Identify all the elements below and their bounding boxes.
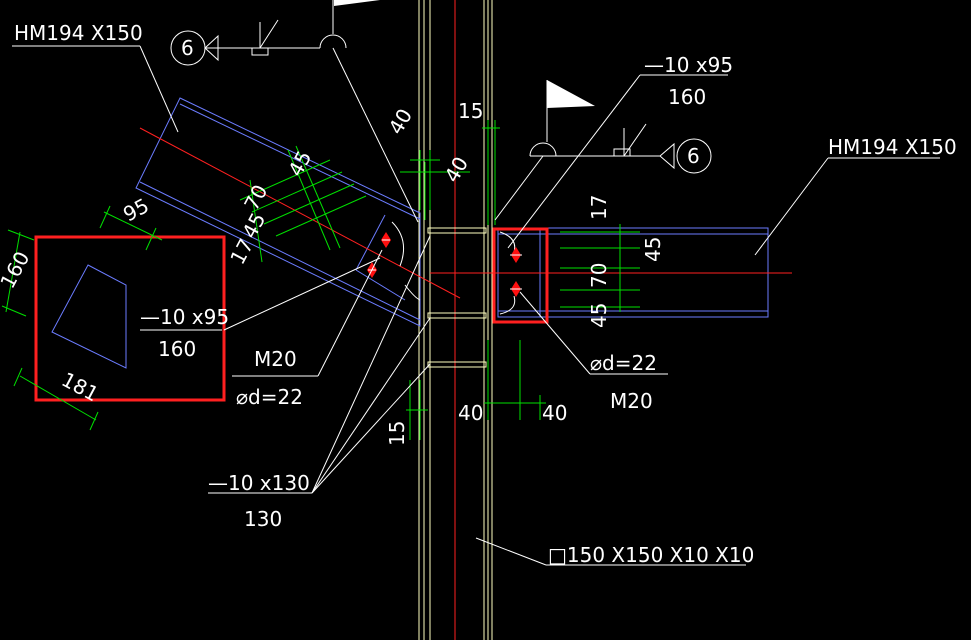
dim-right-beam-45b: 45 — [587, 303, 611, 328]
plate-right-length: 160 — [668, 85, 706, 109]
stiffener-spec: —10 x130 — [208, 471, 310, 495]
weld-flag-right — [547, 80, 595, 108]
left-beam-centerline — [139, 127, 461, 299]
bolt-right-label: M20 — [610, 389, 653, 413]
highlight-box-right-plate — [492, 227, 549, 324]
plate-detail-shape — [51, 264, 127, 369]
plate-right-spec: —10 x95 — [644, 53, 733, 77]
weld-number-right: 6 — [687, 144, 700, 168]
dim-bottom-15: 15 — [385, 421, 409, 446]
beam-right-label: HM194 X150 — [828, 135, 957, 159]
right-bolts — [510, 247, 522, 297]
leader-lines — [12, 0, 940, 566]
dim-col-top-40a: 40 — [384, 104, 418, 138]
plate-left-spec: —10 x95 — [140, 305, 229, 329]
dim-right-beam-17: 17 — [587, 195, 611, 220]
left-beam — [135, 97, 421, 327]
weld-number-left: 6 — [181, 36, 194, 60]
dim-right-beam-70: 70 — [587, 263, 611, 288]
hole-left-label: ⌀d=22 — [236, 385, 303, 409]
weld-flag-left — [334, 0, 380, 6]
column — [418, 0, 493, 640]
weld-circle-left — [170, 30, 206, 66]
dim-col-top-40b: 40 — [440, 152, 474, 186]
hole-right-label: ⌀d=22 — [590, 351, 657, 375]
dim-bottom-40a: 40 — [458, 401, 483, 425]
weld-circle-right — [676, 138, 712, 174]
dimension-lines — [1, 120, 640, 440]
column-label: □150 X150 X10 X10 — [548, 543, 754, 567]
dim-col-top-15: 15 — [458, 99, 483, 123]
bolt-left-label: M20 — [254, 347, 297, 371]
stiffener-length: 130 — [244, 507, 282, 531]
beam-left-label: HM194 X150 — [14, 21, 143, 45]
dim-160: 160 — [0, 247, 34, 292]
plate-left-length: 160 — [158, 337, 196, 361]
dim-bottom-40b: 40 — [542, 401, 567, 425]
labels: HM194 X150 HM194 X150 □150 X150 X10 X10 … — [0, 21, 957, 567]
dim-left-beam-70: 70 — [239, 181, 272, 215]
highlight-box-detail — [34, 235, 226, 402]
dim-right-beam-45: 45 — [641, 237, 665, 262]
